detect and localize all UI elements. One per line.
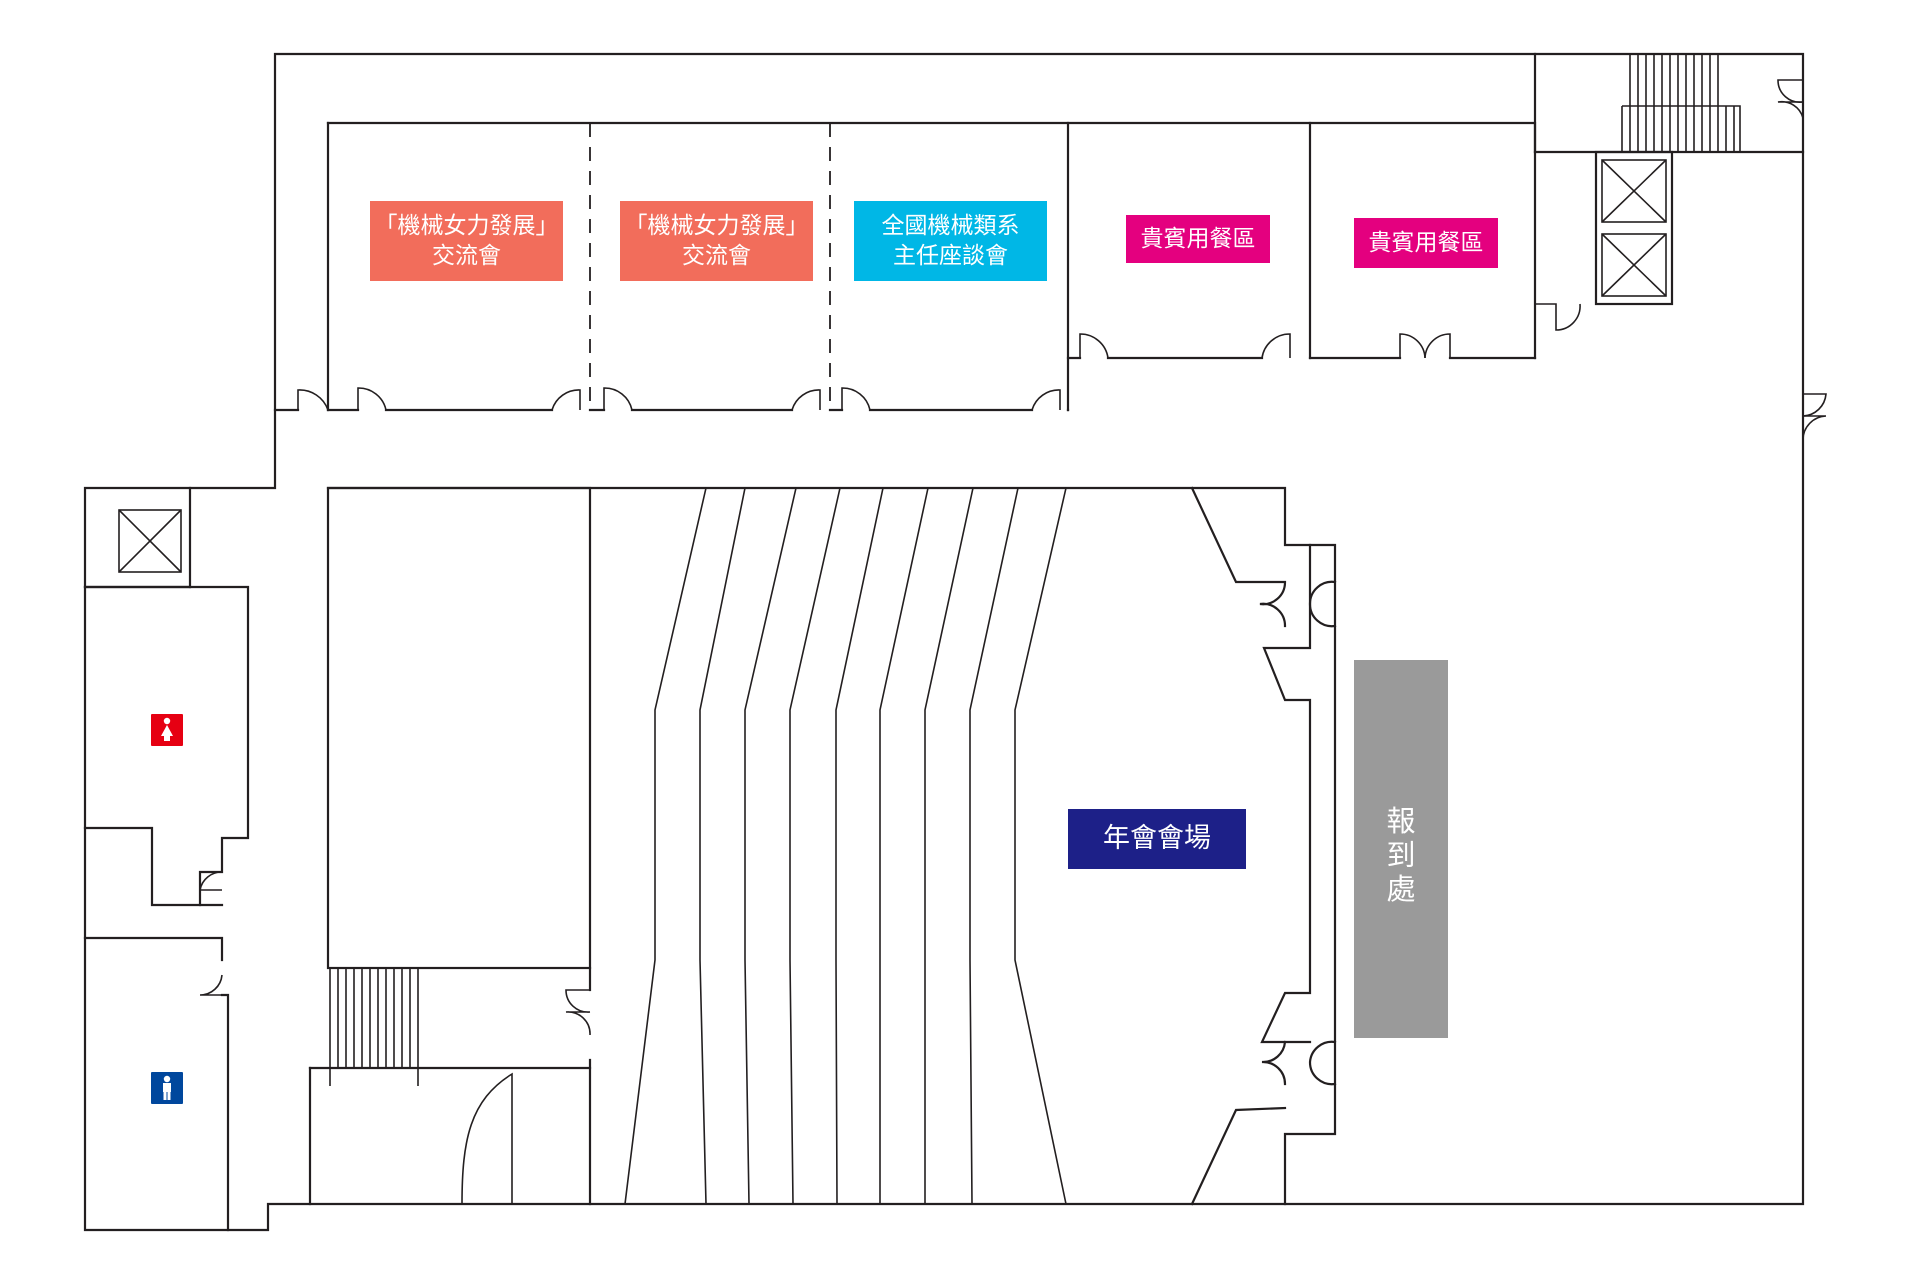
male-restroom-icon	[151, 1072, 183, 1104]
room-title-line2: 交流會	[432, 243, 501, 269]
main-hall-tag	[1068, 809, 1246, 869]
main-hall-title: 年會會場	[1103, 823, 1211, 854]
vip-dining-2-label: 貴賓用餐區	[1354, 218, 1498, 268]
registration-char: 到	[1386, 838, 1416, 872]
stairs-icon	[329, 968, 419, 1086]
stairs-icon	[1533, 52, 1805, 154]
main-hall-label: 年會會場	[1068, 809, 1246, 869]
room-title-line1: 「機械女力發展」	[624, 213, 809, 239]
meeting-room-1-label: 「機械女力發展」 交流會	[370, 201, 563, 281]
female-restroom-icon	[151, 714, 183, 746]
room-title-line2: 主任座談會	[893, 243, 1008, 269]
auditorium-walls	[308, 486, 1337, 1206]
room-title-line2: 交流會	[682, 243, 751, 269]
vip-dining-1-tag	[1126, 215, 1270, 263]
door-icon	[297, 333, 1451, 411]
elevator-icon	[118, 509, 182, 573]
vip-dining-2-tag	[1354, 218, 1498, 268]
meeting-room-2-tag	[620, 201, 813, 281]
meeting-room-3-label: 全國機械類系 主任座談會	[854, 201, 1047, 281]
elevator-icon	[118, 509, 182, 573]
seating-rows	[624, 487, 1067, 1205]
meeting-room-block	[273, 121, 1537, 412]
registration-char: 處	[1386, 872, 1416, 906]
room-title-line1: 全國機械類系	[881, 213, 1020, 239]
registration-label: 報 到 處	[1354, 660, 1448, 1038]
door-icon	[1535, 79, 1827, 441]
stage	[1190, 486, 1337, 1206]
meeting-room-3-tag	[854, 201, 1047, 281]
registration-desk	[1354, 660, 1448, 1038]
registration-char: 報	[1386, 804, 1416, 838]
meeting-room-1-tag	[370, 201, 563, 281]
room-title: 貴賓用餐區	[1140, 226, 1256, 252]
room-title: 貴賓用餐區	[1368, 230, 1484, 256]
vip-dining-1-label: 貴賓用餐區	[1126, 215, 1270, 263]
elevator-icon	[1594, 150, 1674, 306]
meeting-room-2-label: 「機械女力發展」 交流會	[620, 201, 813, 281]
room-title-line1: 「機械女力發展」	[374, 213, 559, 239]
restroom-core	[83, 486, 250, 1232]
